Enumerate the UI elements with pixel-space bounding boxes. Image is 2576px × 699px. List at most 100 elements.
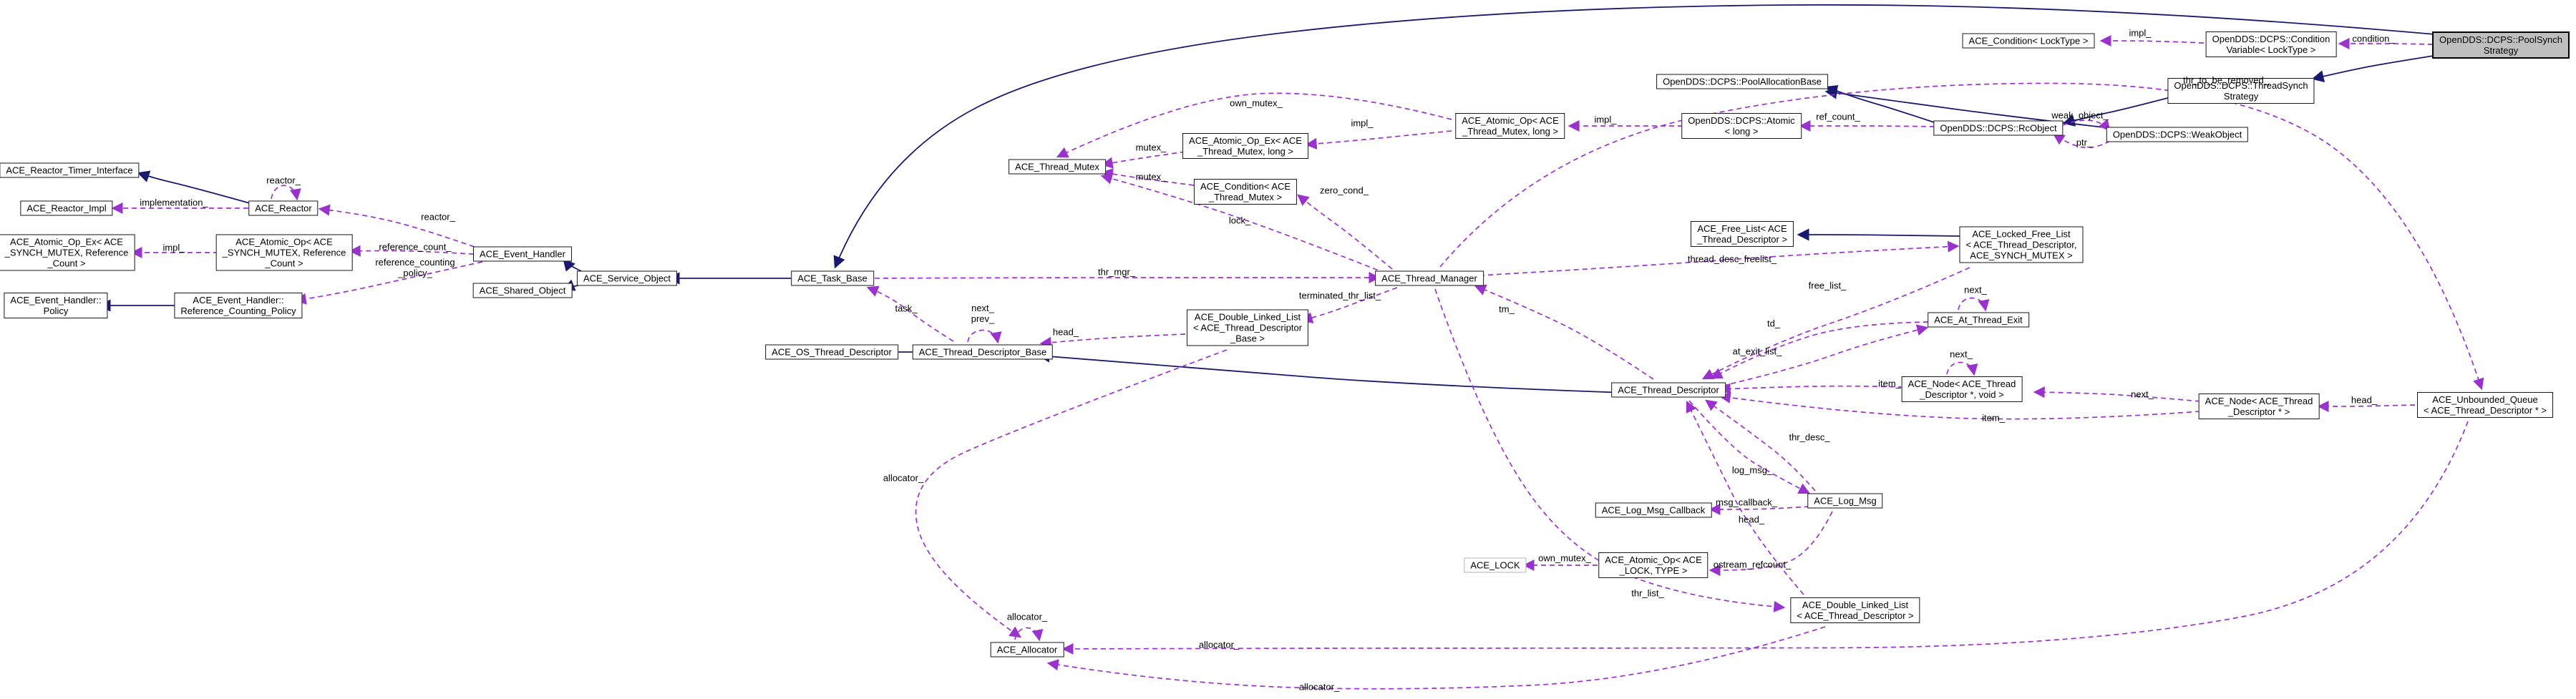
edge-label-impl: impl_ (2129, 28, 2151, 39)
edge-label-text: next_ (2131, 388, 2154, 400)
class-node-atomic-op-lock-type[interactable]: ACE_Atomic_Op< ACE_LOCK, TYPE > (1598, 552, 1709, 578)
class-node-atomic-op-ex-thread-mutex[interactable]: ACE_Atomic_Op_Ex< ACE_Thread_Mutex, long… (1182, 133, 1308, 159)
edge-label-reference_counting: reference_counting_policy_ (375, 257, 455, 278)
class-node-log-msg-callback[interactable]: ACE_Log_Msg_Callback (1595, 502, 1712, 518)
class-node-allocator[interactable]: ACE_Allocator (990, 642, 1064, 658)
edge-label-ref_count: ref_count_ (1816, 112, 1860, 122)
class-node-thread-mutex[interactable]: ACE_Thread_Mutex (1008, 159, 1106, 175)
class-node-label-line: ACE_Double_Linked_List (1802, 600, 1909, 610)
inheritance-edge (2062, 96, 2174, 127)
edge-label-text: lock_ (1228, 215, 1251, 226)
class-node-event-handler[interactable]: ACE_Event_Handler (473, 246, 572, 262)
class-node-label-line: ACE_Event_Handler:: (10, 295, 102, 305)
class-node-label-line: ACE_Condition< LockType > (1968, 35, 2089, 47)
edge-label-text: next_ (971, 303, 994, 313)
edge-label-text: msg_callback_ (1716, 497, 1777, 508)
usage-edge-head (1039, 333, 1186, 348)
edge-label-msg_callback: msg_callback_ (1716, 497, 1777, 508)
edge-label-next: next_ (1964, 285, 1987, 295)
inheritance-edge (2311, 55, 2434, 83)
class-node-condition-thread-mutex[interactable]: ACE_Condition< ACE_Thread_Mutex > (1193, 179, 1298, 205)
class-node-rc-object[interactable]: OpenDDS::DCPS::RcObject (1933, 120, 2064, 136)
edge-label-text: ptr_ (2076, 137, 2093, 148)
edge-label-impl: impl_ (1351, 118, 1373, 129)
class-node-atomic-op-ex-synch-mutex[interactable]: ACE_Atomic_Op_Ex< ACE_SYNCH_MUTEX, Refer… (0, 234, 135, 271)
usage-edge-impl (2099, 34, 2205, 47)
usage-edge-msg_callback (1709, 503, 1810, 516)
edge-label-text: td_ (1766, 318, 1781, 329)
class-node-at-thread-exit[interactable]: ACE_At_Thread_Exit (1928, 312, 2029, 328)
edge-label-text: reactor_ (266, 175, 301, 186)
edge-label-item: item_ (1982, 413, 2005, 424)
class-node-dcps-atomic-long[interactable]: OpenDDS::DCPS::Atomic< long > (1681, 113, 1802, 139)
edge-label-text: weak_object_ (2051, 109, 2109, 121)
edge-label-ptr: ptr_ (2076, 137, 2092, 148)
class-node-atomic-op-synch-mutex[interactable]: ACE_Atomic_Op< ACE_SYNCH_MUTEX, Referenc… (215, 234, 353, 271)
class-node-locked-free-list[interactable]: ACE_Locked_Free_List< ACE_Thread_Descrip… (1959, 226, 2084, 263)
edge-label-terminated_thr_list: terminated_thr_list_ (1299, 290, 1381, 301)
edge-label-tm: tm_ (1499, 304, 1515, 315)
edge-label-text: head_ (1738, 514, 1765, 525)
class-node-task-base[interactable]: ACE_Task_Base (791, 270, 874, 286)
edge-label-text: own_mutex_ (1538, 552, 1591, 564)
class-node-label-line: Strategy (2483, 45, 2519, 56)
class-node-label-line: _Thread_Descriptor > (1696, 234, 1788, 245)
class-node-reactor-timer-interface[interactable]: ACE_Reactor_Timer_Interface (0, 162, 140, 178)
class-node-label-line: ACE_Node< ACE_Thread (2205, 396, 2313, 406)
class-node-weak-object[interactable]: OpenDDS::DCPS::WeakObject (2106, 127, 2249, 142)
class-node-label-line: _Descriptor * > (2227, 406, 2290, 417)
edge-label-text: _policy_ (398, 268, 432, 278)
class-node-dll-thread-descriptor[interactable]: ACE_Double_Linked_List< ACE_Thread_Descr… (1790, 597, 1920, 623)
usage-edge-ref_count (1799, 119, 1935, 132)
class-node-condition-locktype[interactable]: ACE_Condition< LockType > (1962, 33, 2095, 49)
class-node-thread-descriptor[interactable]: ACE_Thread_Descriptor (1611, 382, 1726, 398)
class-node-log-msg[interactable]: ACE_Log_Msg (1807, 493, 1883, 509)
class-node-os-thread-descriptor[interactable]: ACE_OS_Thread_Descriptor (765, 344, 898, 360)
class-node-label-line: ACE_Reactor_Impl (26, 202, 107, 214)
class-node-label-line: _Thread_Mutex, long > (1197, 146, 1294, 157)
class-node-dll-thread-descriptor-base[interactable]: ACE_Double_Linked_List< ACE_Thread_Descr… (1186, 309, 1309, 346)
inheritance-edge (563, 258, 586, 274)
usage-edge-zero_cond (1297, 194, 1393, 270)
usage-edge-next (1958, 297, 1990, 312)
class-node-atomic-op-thread-mutex-long[interactable]: ACE_Atomic_Op< ACE_Thread_Mutex, long > (1455, 113, 1565, 139)
class-node-thread-manager[interactable]: ACE_Thread_Manager (1375, 270, 1484, 286)
class-node-node-thread-descriptor[interactable]: ACE_Node< ACE_Thread_Descriptor * > (2198, 394, 2320, 419)
usage-edge-item (1719, 383, 1904, 395)
edge-label-impl: impl_ (162, 243, 185, 253)
class-node-shared-object[interactable]: ACE_Shared_Object (472, 283, 573, 298)
class-node-label-line: ACE_Free_List< ACE (1697, 223, 1787, 234)
edge-label-text: next_ (1950, 348, 1973, 360)
class-node-node-thread-descriptor-void[interactable]: ACE_Node< ACE_Thread_Descriptor *, void … (1901, 376, 2023, 402)
class-node-reactor[interactable]: ACE_Reactor (248, 200, 319, 216)
edge-label-text: head_ (2351, 394, 2378, 406)
class-node-label-line: ACE_Allocator (996, 644, 1058, 655)
class-node-label-line: OpenDDS::DCPS::PoolAllocationBase (1663, 76, 1822, 87)
edge-label-text: thr_to_be_removed_ (2183, 74, 2269, 86)
class-node-thread-descriptor-base[interactable]: ACE_Thread_Descriptor_Base (912, 344, 1054, 360)
edge-label-text: thread_desc_freelist_ (1687, 253, 1777, 265)
class-node-event-handler-ref-counting-policy[interactable]: ACE_Event_Handler::Reference_Counting_Po… (174, 293, 303, 318)
edge-label-text: prev_ (971, 313, 995, 324)
usage-edge-lock (1100, 172, 1386, 274)
class-node-free-list-thread-descriptor[interactable]: ACE_Free_List< ACE_Thread_Descriptor > (1690, 221, 1794, 247)
edge-label-free_list: free_list_ (1809, 280, 1847, 291)
class-node-service-object[interactable]: ACE_Service_Object (576, 270, 678, 286)
class-node-ace-lock[interactable]: ACE_LOCK (1464, 557, 1527, 573)
class-node-event-handler-policy[interactable]: ACE_Event_Handler::Policy (4, 293, 108, 318)
class-node-reactor-impl[interactable]: ACE_Reactor_Impl (20, 200, 113, 216)
class-node-unbounded-queue[interactable]: ACE_Unbounded_Queue< ACE_Thread_Descript… (2417, 392, 2553, 418)
usage-edge-allocator (1014, 627, 1044, 642)
usage-edge-impl (1305, 130, 1452, 150)
class-node-label-line: Policy (43, 305, 69, 316)
edge-label-thr_to_be_removed: thr_to_be_removed_ (2183, 75, 2269, 86)
edge-label-next: next_ (2131, 389, 2154, 400)
class-node-label-line: ACE_LOCK (1470, 559, 1520, 571)
class-node-label-line: ACE_Double_Linked_List (1194, 311, 1301, 323)
class-node-label-line: ACE_Thread_Descriptor_Base (918, 346, 1047, 358)
class-node-pool-allocation-base[interactable]: OpenDDS::DCPS::PoolAllocationBase (1656, 74, 1828, 89)
